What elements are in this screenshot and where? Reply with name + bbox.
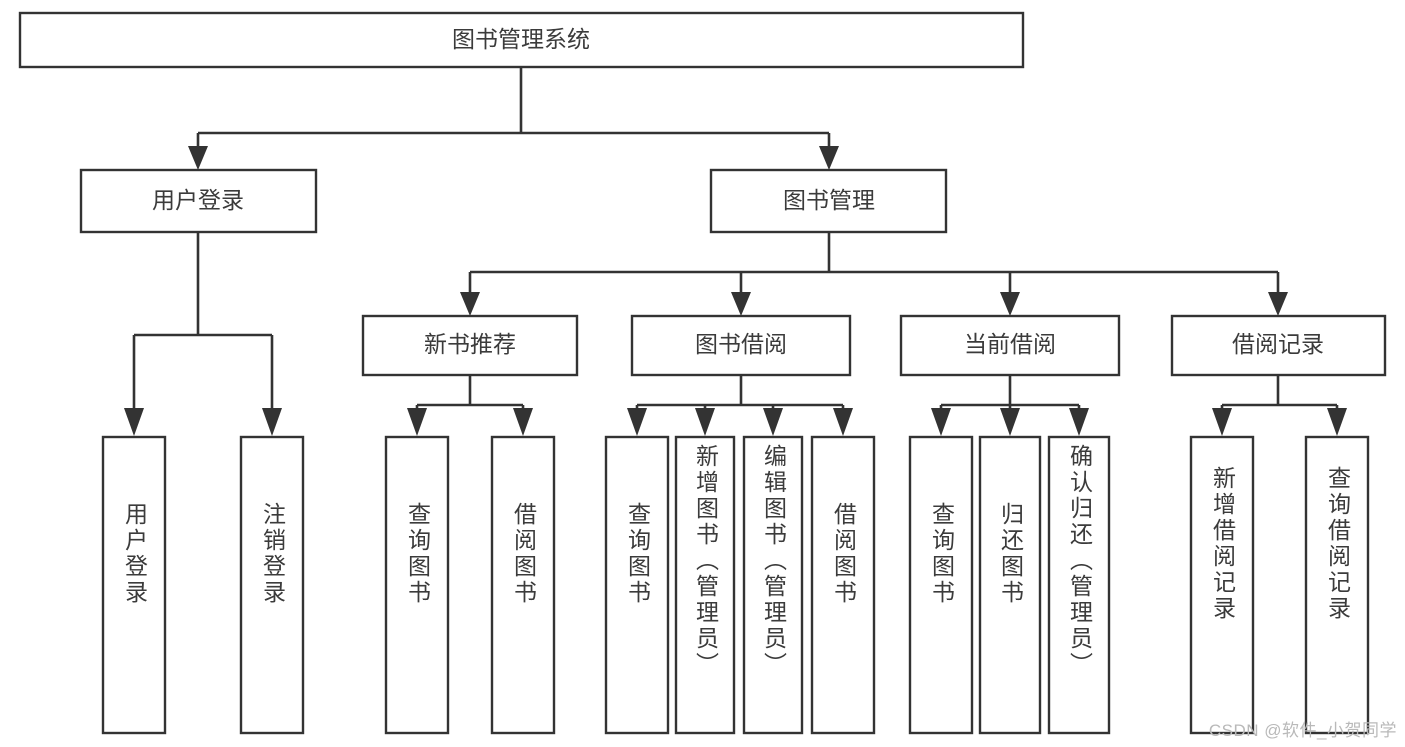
node-current-borrow-label: 当前借阅 (964, 331, 1056, 357)
leaf-confirm-return-box[interactable] (1047, 435, 1111, 735)
node-root-box[interactable] (18, 11, 1025, 69)
arrow-head-book-manage (819, 146, 839, 170)
node-new-book-recommend-box[interactable] (361, 314, 579, 377)
arrow-head-leaf-user-login (124, 408, 144, 436)
arrow-head-leaf-add-book (695, 408, 715, 436)
watermark-text: CSDN @软件_小贺同学 (1208, 721, 1397, 740)
leaf-query-book-2-box[interactable] (604, 435, 670, 735)
arrow-head-leaf-edit-book (763, 408, 783, 436)
arrow-head-leaf-query-record (1327, 408, 1347, 436)
arrow-head-leaf-borrow-book-2 (833, 408, 853, 436)
arrow-head-borrow-record (1268, 292, 1288, 316)
node-book-borrow-label: 图书借阅 (695, 331, 787, 357)
arrow-head-current-borrow (1000, 292, 1020, 316)
arrow-head-leaf-return-book (1000, 408, 1020, 436)
leaf-query-book-3-box[interactable] (908, 435, 974, 735)
leaf-borrow-book-2-box[interactable] (810, 435, 876, 735)
arrow-head-leaf-confirm-return (1069, 408, 1089, 436)
leaf-borrow-book-1-box[interactable] (490, 435, 556, 735)
node-user-login[interactable]: 用户登录 (79, 168, 318, 234)
arrow-head-leaf-query-book-3 (931, 408, 951, 436)
arrow-head-leaf-query-book-1 (407, 408, 427, 436)
leaf-logout-login-box[interactable] (239, 435, 305, 735)
node-book-manage[interactable]: 图书管理 (709, 168, 948, 234)
leaf-query-record-box[interactable] (1304, 435, 1370, 735)
leaf-add-record-box[interactable] (1189, 435, 1255, 735)
node-borrow-record[interactable]: 借阅记录 (1170, 314, 1387, 377)
node-borrow-record-box[interactable] (1170, 314, 1387, 377)
node-new-book-recommend[interactable]: 新书推荐 (361, 314, 579, 377)
arrow-head-new-book-recommend (460, 292, 480, 316)
leaf-user-login-box[interactable] (101, 435, 167, 735)
arrow-head-leaf-add-record (1212, 408, 1232, 436)
node-book-borrow[interactable]: 图书借阅 (630, 314, 852, 377)
connector-layer (124, 67, 1347, 436)
node-root[interactable]: 图书管理系统 (18, 11, 1025, 69)
leaf-edit-book-box[interactable] (742, 435, 804, 735)
arrow-head-book-borrow (731, 292, 751, 316)
node-current-borrow[interactable]: 当前借阅 (899, 314, 1121, 377)
leaf-query-book-1-box[interactable] (384, 435, 450, 735)
arrow-head-leaf-borrow-book-1 (513, 408, 533, 436)
arrow-head-leaf-logout-login (262, 408, 282, 436)
leaf-add-book-box[interactable] (674, 435, 736, 735)
node-book-manage-label: 图书管理 (783, 187, 875, 213)
arrow-head-leaf-query-book-2 (627, 408, 647, 436)
leaf-layer (101, 435, 1370, 735)
arrow-head-user-login (188, 146, 208, 170)
node-book-manage-box[interactable] (709, 168, 948, 234)
node-user-login-label: 用户登录 (152, 187, 244, 213)
leaf-return-book-box[interactable] (978, 435, 1042, 735)
node-user-login-box[interactable] (79, 168, 318, 234)
node-borrow-record-label: 借阅记录 (1232, 331, 1324, 357)
node-book-borrow-box[interactable] (630, 314, 852, 377)
node-new-book-recommend-label: 新书推荐 (424, 331, 516, 357)
node-current-borrow-box[interactable] (899, 314, 1121, 377)
node-root-label: 图书管理系统 (452, 26, 590, 52)
